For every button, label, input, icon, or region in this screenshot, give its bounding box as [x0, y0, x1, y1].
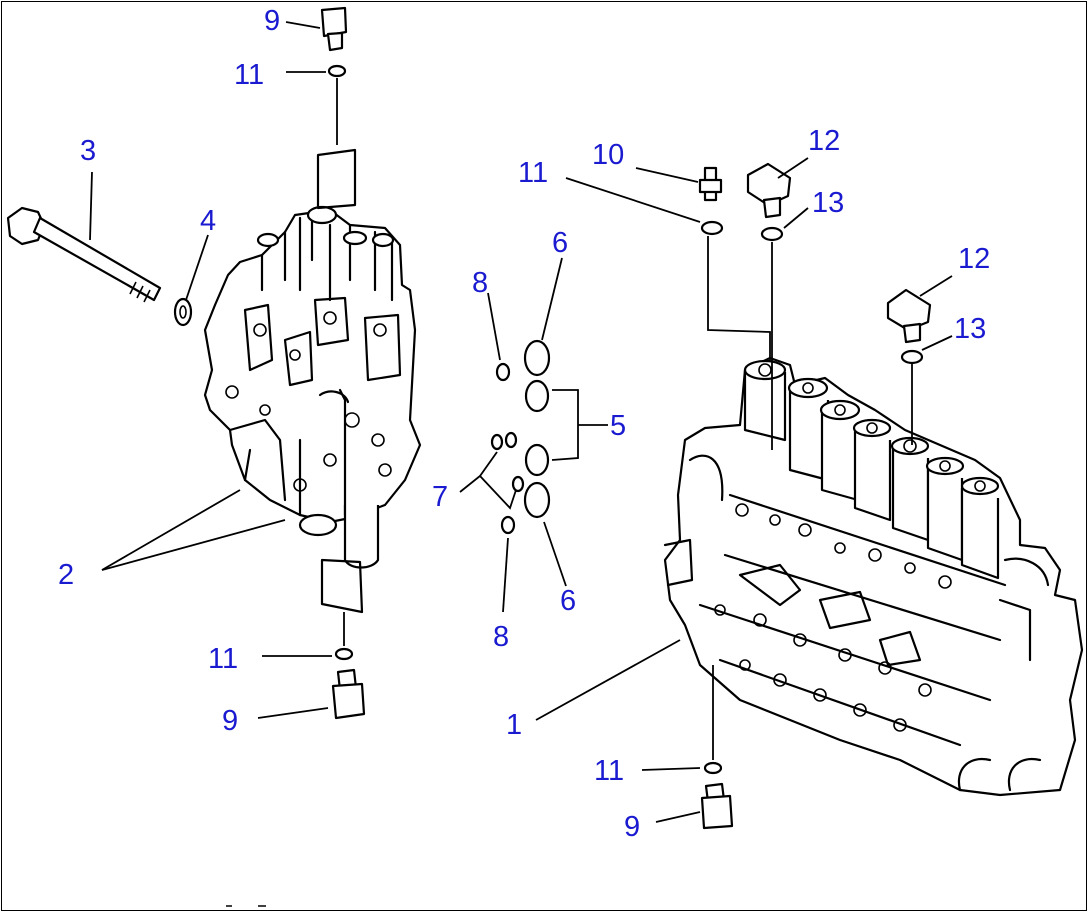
o-ring-6-upper [523, 339, 551, 377]
o-ring-5-upper [524, 379, 550, 413]
o-rings [490, 339, 551, 535]
pressure-switch-9-top [320, 6, 348, 78]
main-control-valve [663, 356, 1084, 797]
o-ring-7c [511, 475, 525, 493]
mating-plane-left [316, 148, 364, 614]
callout-12-upper: 12 [808, 125, 840, 157]
pressure-switch-9-left [331, 647, 366, 720]
callout-3: 3 [80, 135, 96, 167]
callout-13-upper: 13 [812, 187, 844, 219]
callout-11-top: 11 [234, 59, 264, 91]
o-ring-6-lower [523, 481, 551, 519]
washer [173, 297, 193, 327]
nipple-10 [698, 166, 724, 236]
callout-8-upper: 8 [472, 267, 488, 299]
o-ring-7b [504, 431, 518, 449]
leader-lines [89, 21, 953, 823]
o-ring-8-upper [495, 362, 511, 382]
callout-6-upper: 6 [552, 227, 568, 259]
callout-labels: 9 11 3 4 2 11 9 8 6 5 7 6 8 1 11 9 11 10… [58, 5, 990, 843]
callout-11-bottom: 11 [594, 755, 624, 787]
callout-9-left: 9 [222, 705, 238, 737]
callout-2: 2 [58, 559, 74, 591]
o-ring-8-lower [500, 515, 516, 535]
callout-7: 7 [432, 481, 448, 513]
callout-11-upper: 11 [518, 157, 548, 189]
sensor-12-lower [886, 288, 932, 365]
callout-1: 1 [506, 709, 522, 741]
callout-12-lower: 12 [958, 243, 990, 275]
callout-9-bottom: 9 [624, 811, 640, 843]
callout-4: 4 [200, 205, 216, 237]
pressure-switch-9-right [700, 761, 734, 830]
callout-10: 10 [592, 139, 624, 171]
o-ring-7a [490, 433, 504, 451]
callout-11-left: 11 [208, 643, 238, 675]
bolt [6, 206, 162, 303]
callout-5: 5 [610, 410, 626, 442]
callout-6-lower: 6 [560, 585, 576, 617]
assembly-lines [336, 78, 913, 760]
o-ring-5-lower [524, 443, 550, 477]
callout-13-lower: 13 [954, 313, 986, 345]
sensor-12-upper [746, 162, 792, 242]
callout-9-top: 9 [264, 5, 280, 37]
valve-section-left [203, 205, 422, 569]
callout-8-lower: 8 [493, 621, 509, 653]
